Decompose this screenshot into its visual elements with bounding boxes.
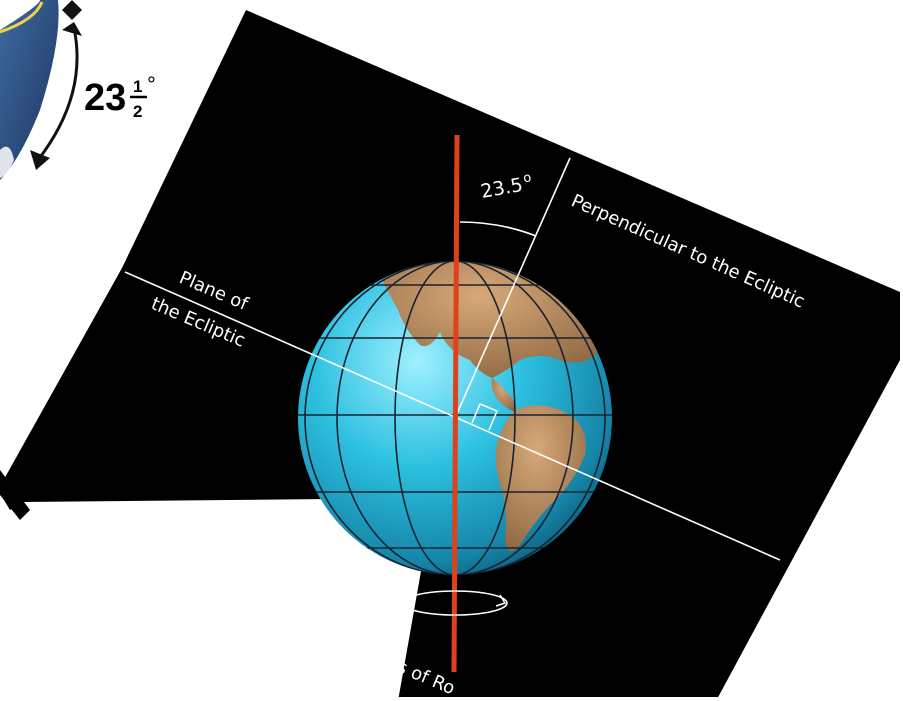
angle-unit: o: [522, 170, 532, 186]
tilt-degree-sign: °: [147, 72, 156, 97]
inset-globe: [0, 0, 59, 180]
tilt-numerator: 1: [133, 77, 142, 96]
tilt-angle-arc: [459, 221, 537, 237]
longitude-lines: [304, 261, 606, 575]
tilt-denominator: 2: [133, 102, 142, 121]
rotation-arrow-icon: [402, 590, 508, 616]
south-america-landmass: [495, 405, 586, 552]
axis-of-rotation: [451, 134, 460, 673]
ecliptic-plane-line: [124, 271, 781, 561]
perpendicular-line: [454, 157, 571, 419]
inset-tilt-arrow: [30, 0, 82, 170]
north-america-landmass: [380, 261, 601, 378]
right-angle-marker: [471, 402, 499, 431]
inset-tilt-label: 23 1 2 °: [84, 72, 156, 121]
tilt-whole: 23: [84, 77, 126, 119]
